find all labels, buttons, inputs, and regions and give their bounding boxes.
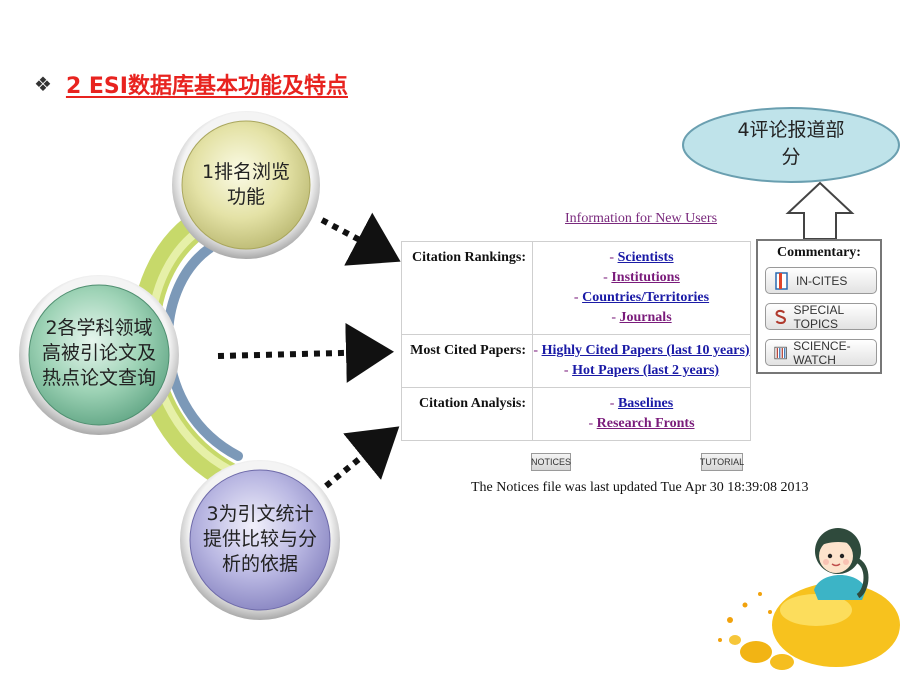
link-journals[interactable]: Journals bbox=[619, 310, 672, 325]
commentary-callout-ellipse bbox=[682, 107, 900, 183]
arrow-to-analysis bbox=[324, 426, 400, 489]
in-cites-button[interactable]: IN-CITES bbox=[765, 267, 877, 294]
table-row-citation-rankings: Citation Rankings: - Scientists - Instit… bbox=[402, 242, 750, 334]
science-watch-button[interactable]: SCIENCE-WATCH bbox=[765, 338, 877, 367]
cartoon-girl-decoration bbox=[718, 528, 900, 670]
tutorial-button[interactable]: TUTORIAL bbox=[700, 453, 744, 471]
notices-button[interactable]: NOTICES bbox=[531, 453, 571, 471]
row-label: Most Cited Papers: bbox=[402, 335, 533, 387]
science-watch-icon bbox=[774, 346, 787, 359]
slide-title-text: 2 ESI数据库基本功能及特点 bbox=[65, 74, 348, 99]
circle-3-label: 3为引文统计 提供比较与分 析的依据 bbox=[195, 502, 325, 577]
divider bbox=[402, 334, 750, 335]
notices-updated-text: The Notices file was last updated Tue Ap… bbox=[471, 480, 809, 495]
callout-line-2: 分 bbox=[781, 146, 801, 168]
link-countries-territories[interactable]: Countries/Territories bbox=[582, 290, 710, 305]
link-highly-cited-papers[interactable]: Highly Cited Papers (last 10 years) bbox=[541, 343, 750, 358]
circle-2-line-1: 2各学科领域 bbox=[45, 317, 153, 339]
row-links: - Scientists - Institutions - Countries/… bbox=[573, 250, 710, 325]
circle-1 bbox=[181, 120, 311, 250]
circle-1-label: 1排名浏览 功能 bbox=[186, 160, 306, 210]
table-row-most-cited: Most Cited Papers: - Highly Cited Papers… bbox=[402, 335, 750, 387]
circle-3-line-3: 析的依据 bbox=[221, 553, 298, 575]
circle-2-line-2: 高被引论文及 bbox=[41, 342, 156, 364]
link-institutions[interactable]: Institutions bbox=[611, 270, 680, 285]
table-row-citation-analysis: Citation Analysis: - Baselines - Researc… bbox=[402, 388, 750, 440]
arrow-to-most-cited bbox=[217, 322, 394, 383]
special-topics-button[interactable]: SPECIAL TOPICS bbox=[765, 302, 877, 331]
circle-3-line-2: 提供比较与分 bbox=[202, 528, 317, 550]
circle-3-line-1: 3为引文统计 bbox=[206, 503, 314, 525]
link-research-fronts[interactable]: Research Fronts bbox=[596, 416, 695, 431]
commentary-title: Commentary: bbox=[777, 245, 861, 260]
in-cites-label: IN-CITES bbox=[796, 273, 848, 288]
commentary-callout-label: 4评论报道部 分 bbox=[683, 117, 899, 171]
circle-2-label: 2各学科领域 高被引论文及 热点论文查询 bbox=[34, 316, 164, 391]
link-scientists[interactable]: Scientists bbox=[617, 250, 674, 265]
circle-2 bbox=[28, 284, 170, 426]
info-new-users-link[interactable]: Information for New Users bbox=[565, 211, 718, 226]
esi-menu-table: Citation Rankings: - Scientists - Instit… bbox=[401, 241, 751, 441]
special-topics-icon bbox=[775, 309, 787, 324]
circle-1-line-1: 1排名浏览 bbox=[201, 161, 291, 183]
up-arrow-icon bbox=[785, 181, 855, 240]
link-hot-papers[interactable]: Hot Papers (last 2 years) bbox=[572, 363, 720, 378]
circle-2-line-3: 热点论文查询 bbox=[41, 367, 156, 389]
diamond-bullet-icon: ❖ bbox=[34, 72, 52, 96]
slide-title: ❖ 2 ESI数据库基本功能及特点 bbox=[34, 68, 348, 100]
science-watch-label: SCIENCE-WATCH bbox=[793, 338, 851, 367]
link-baselines[interactable]: Baselines bbox=[617, 396, 674, 411]
row-links: - Highly Cited Papers (last 10 years) - … bbox=[533, 343, 750, 378]
row-label: Citation Rankings: bbox=[402, 242, 533, 334]
arrow-to-rankings bbox=[320, 212, 401, 266]
row-label: Citation Analysis: bbox=[402, 388, 533, 440]
callout-line-1: 4评论报道部 bbox=[737, 119, 845, 141]
in-cites-icon bbox=[775, 271, 788, 290]
divider bbox=[402, 387, 750, 388]
special-topics-label: SPECIAL TOPICS bbox=[793, 302, 844, 331]
circle-3 bbox=[189, 469, 331, 611]
circle-1-line-2: 功能 bbox=[226, 186, 265, 208]
row-links: - Baselines - Research Fronts bbox=[588, 396, 695, 431]
commentary-box: Commentary: IN-CITES SPECIAL TOPICS SCIE… bbox=[756, 239, 882, 374]
